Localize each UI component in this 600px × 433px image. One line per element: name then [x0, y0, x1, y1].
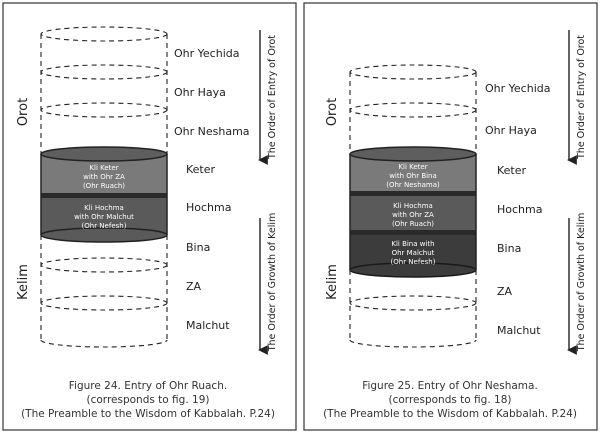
side-label-kelim: Kelim: [325, 264, 340, 300]
level-label: Ohr Haya: [485, 124, 537, 137]
vessel-separator-band: [350, 191, 476, 196]
figure-caption-line: (The Preamble to the Wisdom of Kabbalah.…: [21, 408, 275, 420]
empty-level-ring: [349, 64, 477, 80]
panel-frame-right: [303, 2, 598, 431]
arrow-label-orot: The Order of Entry of Orot: [576, 35, 587, 160]
empty-level-ring: [40, 339, 168, 348]
side-label-kelim: Kelim: [16, 264, 31, 300]
vessel-label-line: (Ohr Nefesh): [82, 222, 127, 230]
panel-frame-left: [2, 2, 297, 431]
vessel-separator-band: [350, 230, 476, 235]
vessel-label-line: (Ohr Ruach): [83, 182, 125, 190]
figure-caption-line: (corresponds to fig. 19): [87, 394, 210, 406]
level-label: Malchut: [186, 319, 230, 332]
level-label: ZA: [497, 285, 513, 298]
empty-level-ring: [349, 102, 477, 118]
empty-level-ring: [40, 26, 168, 42]
level-label: Bina: [497, 242, 521, 255]
empty-level-ring: [40, 64, 168, 80]
vessel-label-line: (Ohr Nefesh): [391, 258, 436, 266]
figure-25: Kli Keter with Ohr Bina (Ohr Neshama) Kl…: [323, 30, 587, 420]
vessel-label-line: with Ohr Bina: [389, 172, 437, 180]
level-label: Keter: [497, 164, 527, 177]
level-label: Ohr Yechida: [174, 47, 239, 60]
vessel-label-line: with Ohr ZA: [392, 211, 434, 219]
level-label: Ohr Haya: [174, 86, 226, 99]
figure-caption-line: (corresponds to fig. 18): [389, 394, 512, 406]
vessel-label-line: Kli Bina with: [391, 240, 434, 248]
level-label: ZA: [186, 280, 202, 293]
level-label: Hochma: [497, 203, 542, 216]
level-label: Hochma: [186, 201, 231, 214]
level-label: Keter: [186, 163, 216, 176]
figure-caption-line: Figure 25. Entry of Ohr Neshama.: [362, 380, 538, 392]
empty-level-ring: [40, 295, 168, 311]
figure-24: Kli Keter with Ohr ZA (Ohr Ruach) Kli Ho…: [16, 26, 278, 420]
vessel-label-line: Kli Keter: [398, 163, 427, 171]
level-label: Malchut: [497, 324, 541, 337]
level-label: Ohr Yechida: [485, 82, 550, 95]
vessel-label-line: Kli Hochma: [84, 204, 124, 212]
arrow-label-kelim: The Order of Growth of Kelim: [267, 213, 278, 353]
vessel-label-line: with Ohr ZA: [83, 173, 125, 181]
vessel-top-rim: [349, 146, 477, 162]
vessel-hochma-body: [350, 194, 476, 233]
empty-level-ring: [349, 295, 477, 311]
vessel-label-line: (Ohr Ruach): [392, 220, 434, 228]
vessel-label-line: with Ohr Malchut: [74, 213, 134, 221]
vessel-label-line: Kli Hochma: [393, 202, 433, 210]
figure-caption-line: (The Preamble to the Wisdom of Kabbalah.…: [323, 408, 577, 420]
arrow-label-kelim: The Order of Growth of Kelim: [576, 213, 587, 353]
vessel-label-line: Ohr Malchut: [392, 249, 435, 257]
vessel-separator-band: [41, 193, 167, 198]
figure-caption-line: Figure 24. Entry of Ohr Ruach.: [69, 380, 227, 392]
vessel-label-line: (Ohr Neshama): [386, 181, 440, 189]
side-label-orot: Orot: [16, 98, 31, 126]
empty-level-ring: [40, 257, 168, 273]
arrow-label-orot: The Order of Entry of Orot: [267, 35, 278, 160]
vessel-bottom-rim: [40, 227, 168, 243]
level-label: Ohr Neshama: [174, 125, 250, 138]
level-label: Bina: [186, 241, 210, 254]
vessel-label-line: Kli Keter: [89, 164, 118, 172]
empty-level-ring: [40, 102, 168, 118]
vessel-top-rim: [40, 146, 168, 162]
empty-level-ring: [349, 339, 477, 348]
side-label-orot: Orot: [325, 98, 340, 126]
